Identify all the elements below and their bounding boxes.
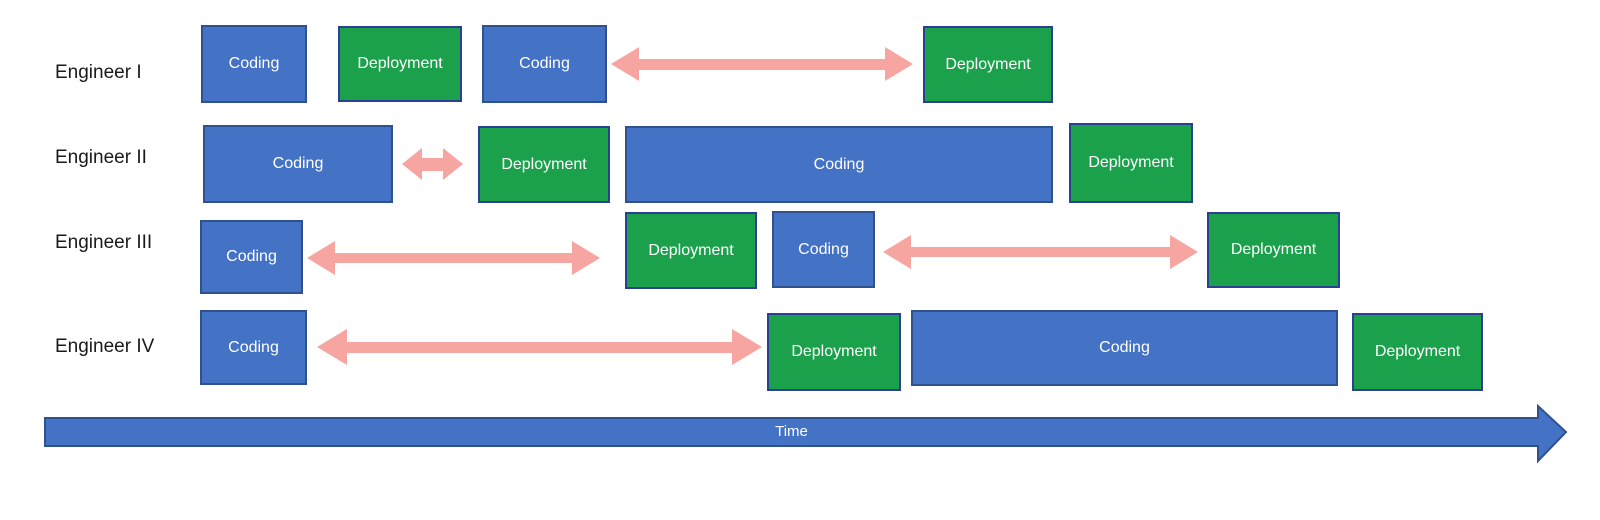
deployment-block: Deployment [1069,123,1193,203]
arrowhead-left-icon [307,241,335,275]
arrowhead-left-icon [883,235,911,269]
arrowhead-right-icon [885,47,913,81]
deployment-block: Deployment [1207,212,1340,288]
coding-block: Coding [911,310,1338,386]
block-label: Coding [798,240,849,258]
arrowhead-left-icon [611,47,639,81]
deployment-block: Deployment [923,26,1053,103]
deployment-block: Deployment [478,126,610,203]
block-label: Deployment [1088,154,1174,171]
deployment-block: Deployment [625,212,757,289]
block-label: Coding [272,155,324,172]
wait-time-double-arrow [611,47,913,81]
block-label: Deployment [501,155,587,173]
arrowhead-right-icon [1170,235,1198,269]
coding-block: Coding [200,220,303,294]
arrowhead-right-icon [732,329,762,365]
coding-block: Coding [482,25,607,103]
block-label: Deployment [648,241,734,259]
deployment-block: Deployment [338,26,462,102]
block-label: Deployment [1374,343,1461,360]
deployment-block: Deployment [767,313,901,391]
block-label: Coding [228,55,280,72]
arrowhead-right-icon [443,148,463,180]
block-label: Coding [228,338,279,356]
block-label: Coding [1099,339,1150,356]
row-label: Engineer IV [55,336,155,357]
wait-time-double-arrow [402,148,463,181]
row-label: Engineer I [55,62,142,83]
deployment-block: Deployment [1352,313,1483,391]
arrow-shaft [639,58,885,70]
time-axis-arrow-shape [44,403,1568,464]
coding-block: Coding [201,25,307,103]
coding-block: Coding [772,211,875,288]
coding-block: Coding [200,310,307,385]
block-label: Deployment [1230,241,1317,258]
row-label: Engineer III [55,232,153,253]
block-label: Coding [519,55,570,72]
arrowhead-right-icon [572,241,600,275]
wait-time-double-arrow [883,235,1198,269]
arrow-shaft [347,341,732,353]
coding-block: Coding [625,126,1053,203]
arrowhead-left-icon [317,329,347,365]
block-label: Coding [226,248,277,265]
wait-time-double-arrow [317,329,762,365]
row-label: Engineer II [55,147,147,168]
arrow-shaft [911,247,1170,257]
block-label: Deployment [791,343,877,360]
arrowhead-left-icon [402,148,422,180]
time-axis-label: Time [775,423,808,441]
coding-block: Coding [203,125,393,203]
arrow-shaft [422,157,443,171]
arrow-shaft [335,253,572,263]
wait-time-double-arrow [307,241,600,275]
block-label: Deployment [945,55,1031,73]
block-label: Deployment [357,55,443,72]
block-label: Coding [813,155,865,173]
